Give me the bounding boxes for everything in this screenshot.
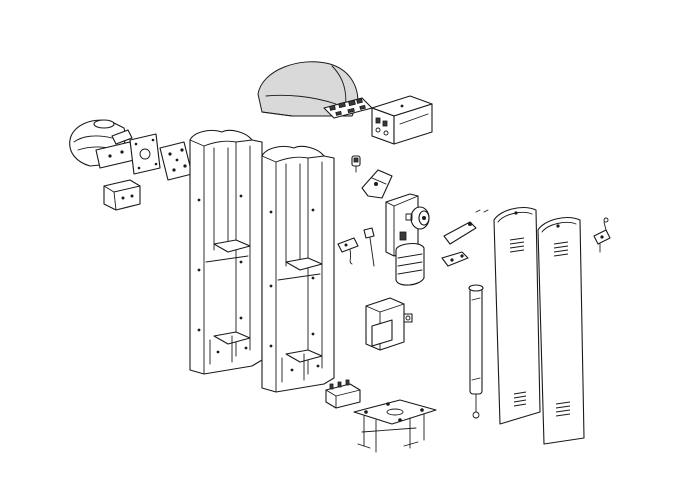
- anchor-bracket: [103, 179, 141, 211]
- control-board: [323, 97, 373, 119]
- flashing-light-mount: [69, 119, 135, 169]
- terminal-block: [325, 379, 361, 409]
- top-cover: [257, 61, 359, 117]
- side-door-panel-rear: [537, 217, 585, 445]
- rear-lower-vent-slots: [555, 401, 571, 417]
- side-door-panel-front: [493, 207, 541, 425]
- cable-connector: [337, 227, 375, 267]
- cabinet-post-right: [261, 145, 335, 393]
- cabinet-post-left: [189, 129, 263, 375]
- lower-vent-slots: [513, 391, 527, 407]
- square-flange-plate: [159, 141, 193, 181]
- upper-vent-slots: [509, 237, 525, 253]
- control-unit-box: [371, 95, 433, 145]
- transformer: [365, 297, 413, 351]
- balancing-spring: [468, 284, 484, 419]
- limit-bracket: [361, 169, 393, 199]
- foundation-plate: [353, 399, 437, 453]
- spring-lever: [441, 209, 489, 267]
- gearmotor: [385, 193, 430, 286]
- mounting-plate: [129, 133, 161, 175]
- door-lock: [593, 217, 611, 253]
- rear-upper-vent-slots: [553, 241, 569, 257]
- small-fitting: [351, 155, 361, 173]
